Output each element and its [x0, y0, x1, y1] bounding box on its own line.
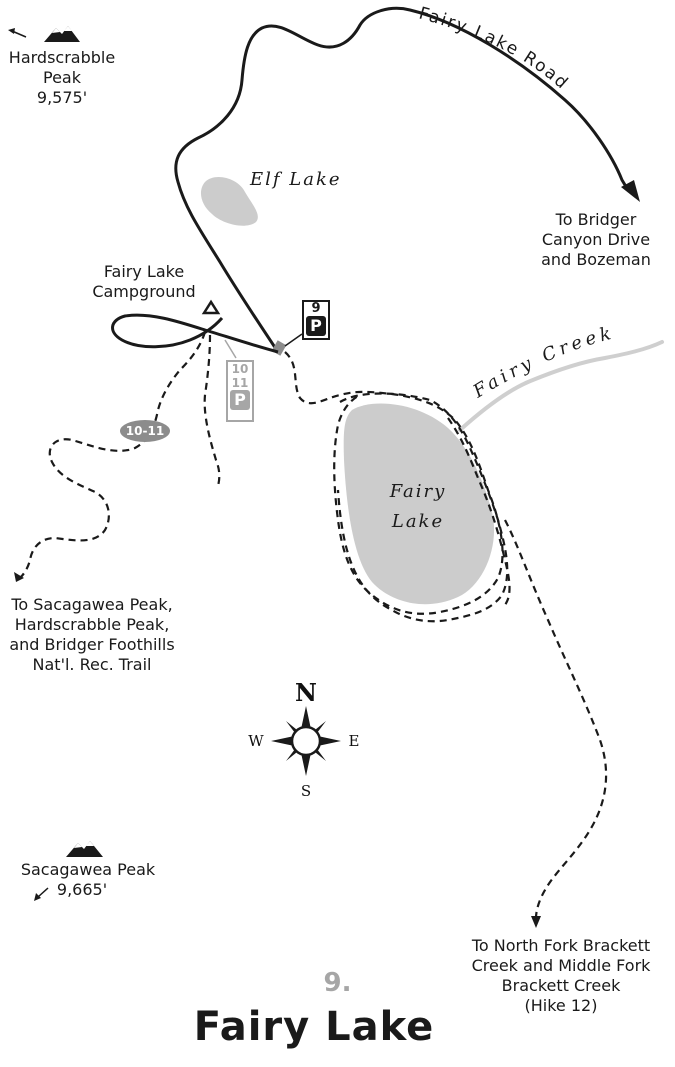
trail-marker-label: 10-11 [125, 424, 165, 438]
parking-icon: 10 11 P [226, 360, 254, 422]
trailhead-gate [271, 340, 287, 356]
hardscrabble-name-line2: Peak [43, 68, 81, 87]
direction-line: and Bridger Foothills [9, 635, 175, 654]
sacagawea-peak-name: Sacagawea Peak [20, 860, 156, 879]
compass-north: N [295, 678, 317, 707]
compass-south: S [300, 782, 312, 800]
direction-line: Nat'l. Rec. Trail [32, 655, 152, 674]
fairy-creek [458, 340, 664, 432]
mountain-icon [66, 841, 103, 857]
sacagawea-peak-elevation: 9,665' [56, 880, 108, 899]
fairy-lake [343, 403, 495, 605]
road-arrow-icon [621, 180, 640, 202]
direction-line: (Hike 12) [524, 996, 598, 1015]
parking-number-10: 10 [231, 362, 249, 376]
north-fork-arrow-icon [531, 916, 541, 928]
mountain-icon [44, 26, 80, 42]
trail-to-sacagawea [19, 331, 207, 579]
creek-label: Fairy Creek [469, 322, 617, 403]
trail-spur-south [203, 334, 221, 487]
campground-loop-road [111, 313, 279, 354]
campground-line1: Fairy Lake [103, 262, 185, 281]
road-label: Fairy Lake Road [417, 4, 573, 95]
fairy-lake-label: Fairy Lake [358, 477, 478, 537]
compass-east: E [348, 732, 360, 750]
direction-line: To Sacagawea Peak, [11, 595, 173, 614]
direction-bridger-canyon: To Bridger Canyon Drive and Bozeman [526, 210, 666, 270]
elf-lake [200, 177, 258, 226]
direction-sacagawea-peak: To Sacagawea Peak, Hardscrabble Peak, an… [0, 595, 184, 675]
elf-lake-label: Elf Lake [250, 169, 342, 190]
direction-line: Creek and Middle Fork [471, 956, 651, 975]
trail-fairy-lake-loop-2 [336, 392, 509, 623]
compass-west: W [248, 732, 264, 750]
direction-line: To Bridger [555, 210, 637, 229]
fairy-lake-road [174, 6, 630, 354]
trail-fairy-lake-loop [284, 351, 504, 615]
parking-letter: P [306, 316, 326, 336]
hike-number: 9. [323, 968, 352, 998]
hardscrabble-elevation: 9,575' [36, 88, 88, 107]
parking-letter: P [230, 390, 250, 410]
parking-number-11: 11 [231, 376, 249, 390]
parking-number: 9 [311, 301, 321, 316]
campground-tent-icon [201, 299, 221, 315]
sacagawea-trail-arrow-icon [14, 572, 24, 582]
campground-line2: Campground [92, 282, 196, 301]
hardscrabble-peak-label: Hardscrabble Peak 9,575' [0, 48, 124, 108]
arrow-icon [34, 887, 49, 901]
direction-line: Hardscrabble Peak, [14, 615, 170, 634]
fairy-lake-label-line2: Lake [391, 511, 445, 532]
fairy-lake-label-line1: Fairy [389, 481, 447, 502]
trail-to-north-fork [504, 519, 608, 919]
arrow-icon [8, 28, 27, 38]
direction-line: Brackett Creek [501, 976, 621, 995]
direction-line: and Bozeman [541, 250, 651, 269]
direction-line: To North Fork Brackett [471, 936, 651, 955]
compass-rose-icon [271, 706, 341, 776]
direction-north-fork-brackett: To North Fork Brackett Creek and Middle … [456, 936, 666, 1016]
trail-marker-oval [120, 420, 170, 442]
parking-icon: 9 P [302, 300, 330, 340]
campground-label: Fairy Lake Campground [76, 262, 212, 302]
hardscrabble-name-line1: Hardscrabble [8, 48, 116, 67]
direction-line: Canyon Drive [541, 230, 651, 249]
map-title: Fairy Lake [193, 1004, 435, 1050]
